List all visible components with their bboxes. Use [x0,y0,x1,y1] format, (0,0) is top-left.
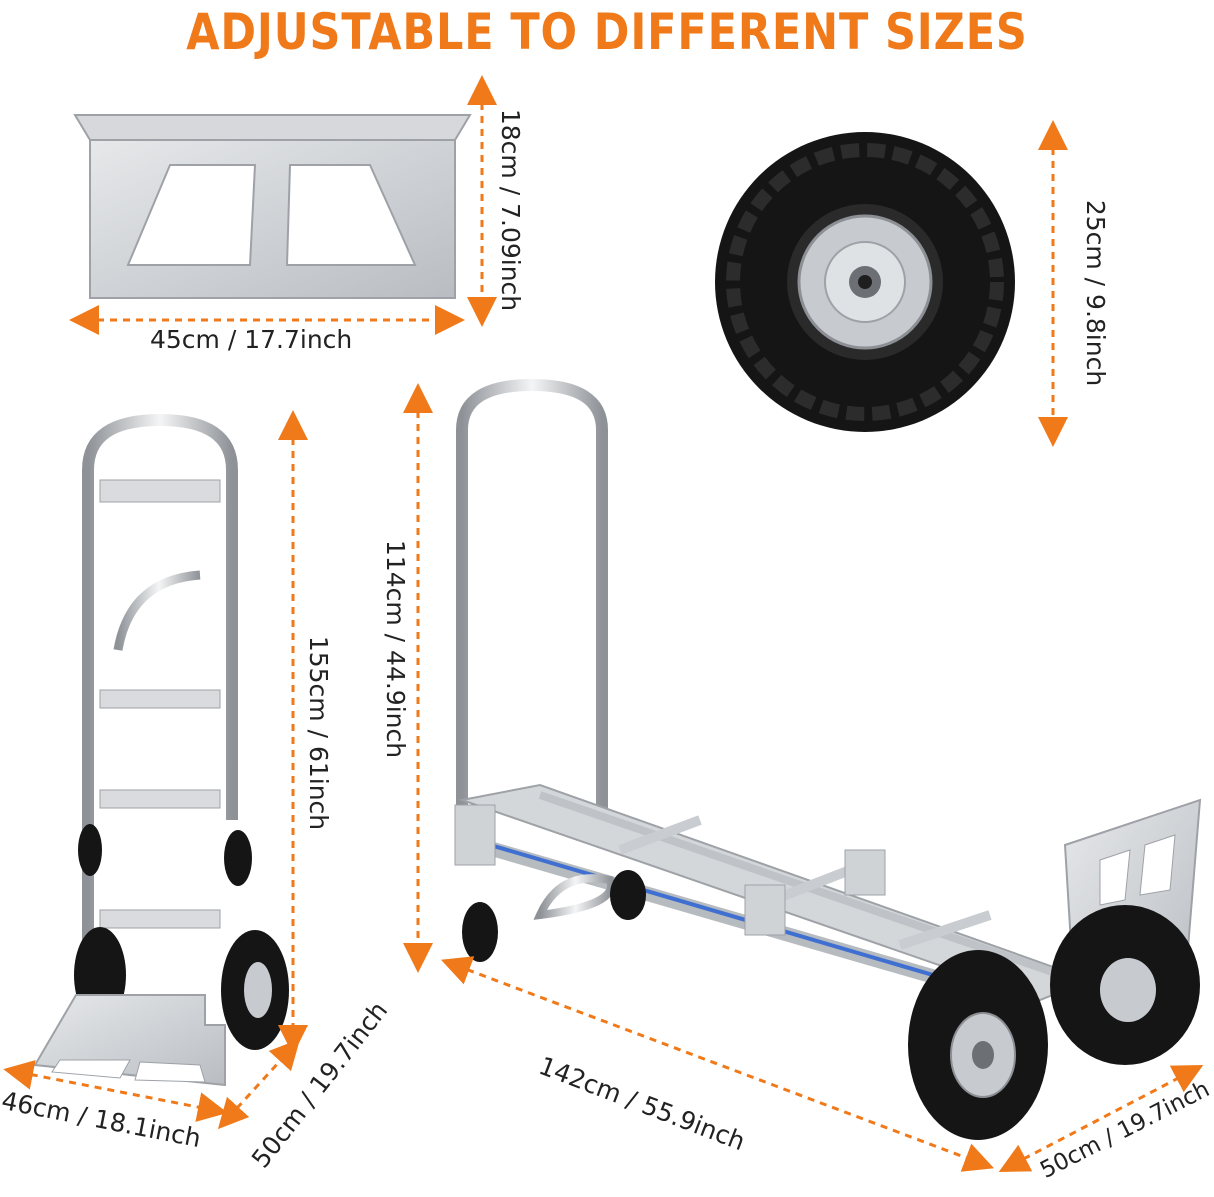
upright-depth-arrow [217,1038,301,1130]
wheel-diameter-label: 25cm / 9.8inch [1081,199,1110,387]
upright-hand-truck-illustration [33,413,289,1087]
platform-handle-height-label: 114cm / 44.9inch [381,539,410,759]
platform-length-arrow [440,956,995,1172]
platform-cart-illustration [454,378,1202,1140]
nose-plate-illustration [73,114,472,299]
upright-height-label: 155cm / 61inch [304,635,333,831]
plate-width-label: 45cm / 17.7inch [150,325,353,354]
page-title: ADJUSTABLE TO DIFFERENT SIZES [186,3,1028,61]
plate-height-label: 18cm / 7.09inch [496,108,525,312]
wheel-illustration [715,132,1015,432]
